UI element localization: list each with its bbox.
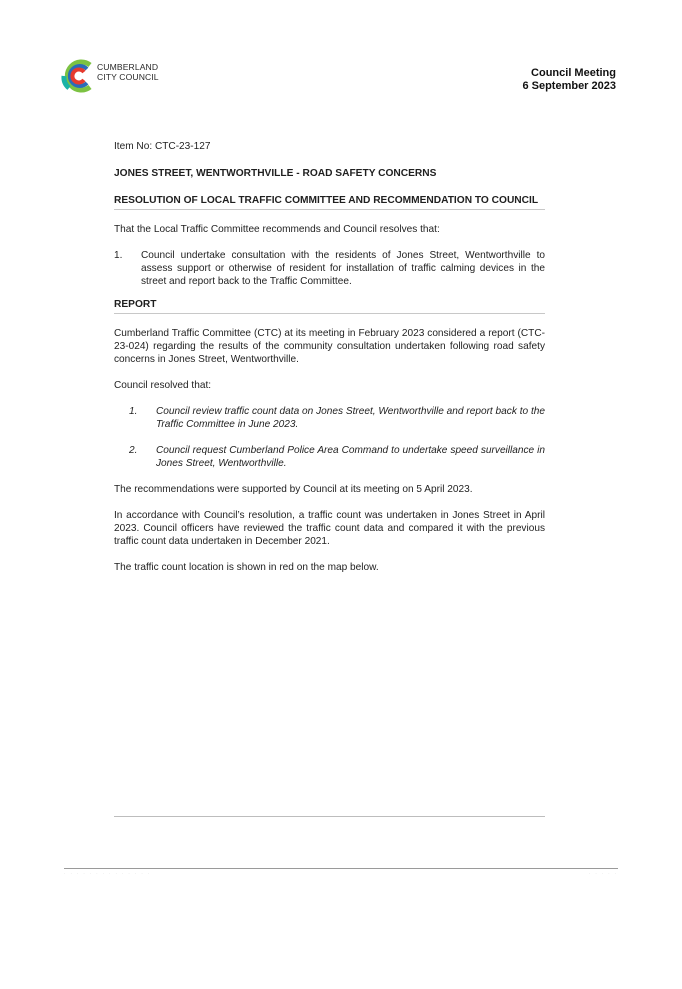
council-resolved-text: Council resolved that: <box>114 380 212 391</box>
footer-divider <box>64 868 618 869</box>
report-body: Item No: CTC-23-127 JONES STREET, WENTWO… <box>114 140 545 587</box>
logo-line-2: CITY COUNCIL <box>97 72 159 82</box>
footer-faint-text: · · · · · · · · · · · · · · · · · · · <box>64 871 618 877</box>
council-logo-text: CUMBERLAND CITY COUNCIL <box>97 62 159 82</box>
meeting-header: Council Meeting 6 September 2023 <box>522 67 616 93</box>
accordance-paragraph: In accordance with Council’s resolution,… <box>114 510 545 547</box>
list-item-number: 2. <box>129 445 138 456</box>
item-number: Item No: CTC-23-127 <box>114 141 211 152</box>
list-item: 1. Council review traffic count data on … <box>129 405 545 431</box>
logo-line-1: CUMBERLAND <box>97 62 159 72</box>
footer-right-marks: · · · · · <box>588 871 618 876</box>
resolution-list: 1. Council review traffic count data on … <box>129 405 545 470</box>
meeting-date: 6 September 2023 <box>522 80 616 92</box>
location-paragraph: The traffic count location is shown in r… <box>114 562 379 573</box>
council-logo-icon <box>61 59 92 93</box>
list-item: 2. Council request Cumberland Police Are… <box>129 444 545 470</box>
resolution-intro: That the Local Traffic Committee recomme… <box>114 224 440 235</box>
list-item-text: Council undertake consultation with the … <box>141 250 545 287</box>
meeting-title: Council Meeting <box>531 67 616 79</box>
list-item: 1. Council undertake consultation with t… <box>114 249 545 288</box>
list-item-text: Council review traffic count data on Jon… <box>156 406 545 430</box>
list-item-number: 1. <box>114 250 123 261</box>
report-paragraph: Cumberland Traffic Committee (CTC) at it… <box>114 328 545 365</box>
list-item-text: Council request Cumberland Police Area C… <box>156 445 545 469</box>
content-divider <box>114 816 545 817</box>
report-heading: REPORT <box>114 298 545 314</box>
footer-left-marks: · · · · · · · · · · · · · · <box>64 871 152 876</box>
list-item-number: 1. <box>129 406 138 417</box>
report-subject: JONES STREET, WENTWORTHVILLE - ROAD SAFE… <box>114 168 437 179</box>
council-logo: CUMBERLAND CITY COUNCIL <box>60 58 170 94</box>
supported-paragraph: The recommendations were supported by Co… <box>114 484 473 495</box>
recommendation-list: 1. Council undertake consultation with t… <box>114 249 545 288</box>
resolution-heading: RESOLUTION OF LOCAL TRAFFIC COMMITTEE AN… <box>114 194 545 210</box>
